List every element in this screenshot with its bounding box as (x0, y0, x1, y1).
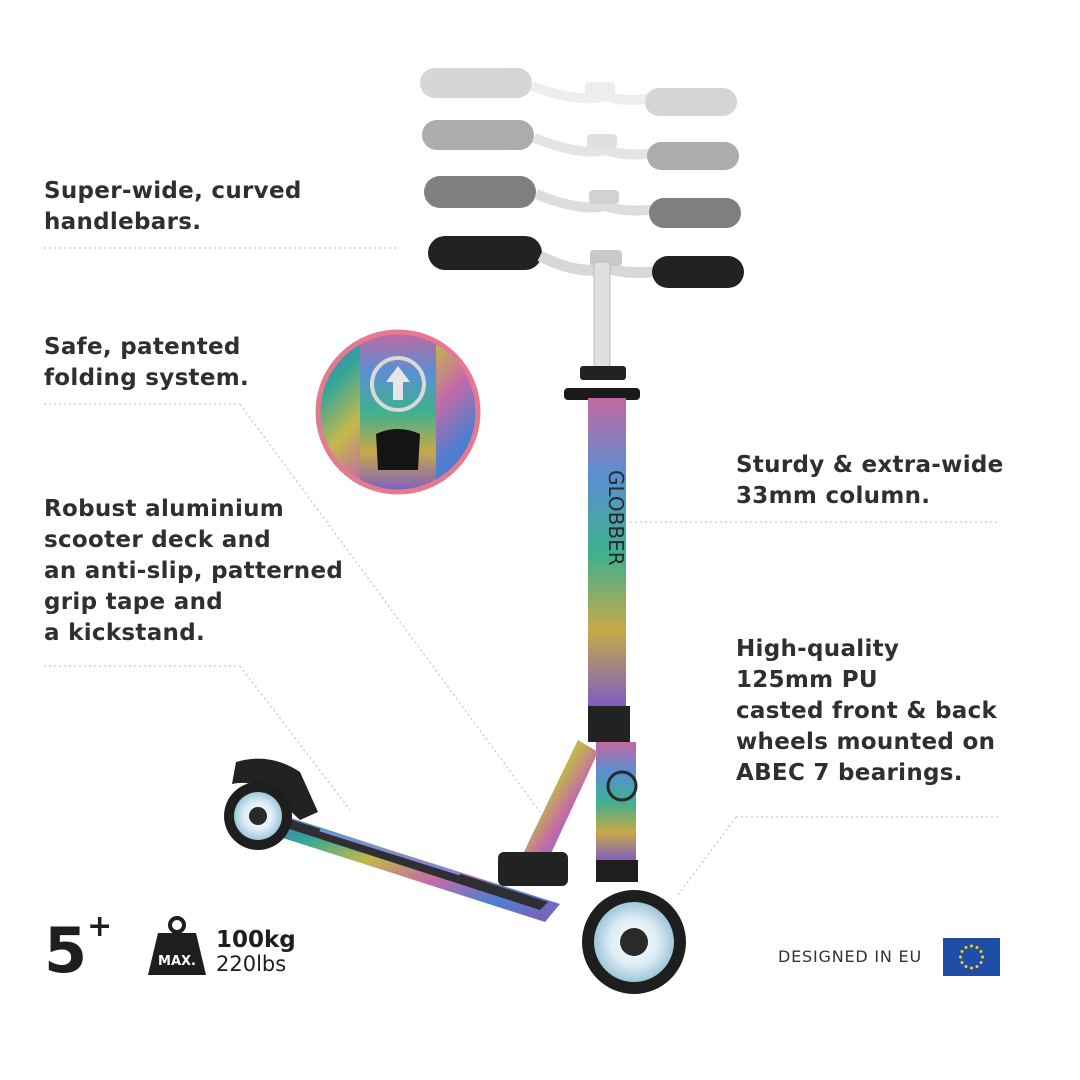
eu-star (964, 965, 968, 969)
feature-handlebars: Super-wide, curved handlebars. (44, 176, 302, 238)
feature-line: 125mm PU (736, 667, 878, 693)
feature-line: folding system. (44, 365, 250, 391)
eu-star (975, 965, 979, 969)
feature-column: Sturdy & extra-wide 33mm column. (736, 450, 1004, 512)
eu-flag-icon (943, 938, 1000, 976)
eu-star (975, 945, 979, 949)
eu-star (959, 955, 962, 959)
weight-badge-text: MAX. (158, 954, 196, 969)
handlebar-ghost-2 (422, 120, 739, 170)
feature-line: Robust aluminium (44, 496, 285, 522)
designed-in-eu-label: DESIGNED IN EU (778, 947, 922, 966)
age-rating: 5+ (44, 912, 112, 982)
handlebar-ghost-3 (424, 176, 741, 228)
weight-kg: 100kg (216, 927, 296, 953)
max-weight: 100kg 220lbs (216, 928, 296, 976)
feature-line: 33mm column. (736, 483, 931, 509)
feature-line: wheels mounted on (736, 729, 996, 755)
eu-star (979, 961, 983, 964)
svg-text:GLOBBER: GLOBBER (604, 470, 628, 566)
eu-star (970, 944, 973, 948)
eu-star (979, 950, 983, 953)
age-value: 5 (44, 914, 88, 987)
feature-line: grip tape and (44, 589, 224, 615)
eu-star (960, 950, 964, 953)
feature-folding-system: Safe, patented folding system. (44, 332, 249, 394)
feature-line: a kickstand. (44, 620, 206, 646)
eu-star (964, 945, 968, 949)
weight-lbs: 220lbs (216, 952, 287, 976)
feature-line: an anti-slip, patterned (44, 558, 344, 584)
folding-detail-circle (315, 329, 481, 495)
feature-line: handlebars. (44, 209, 202, 235)
eu-star (970, 966, 973, 970)
feature-line: scooter deck and (44, 527, 272, 553)
feature-line: ABEC 7 bearings. (736, 760, 963, 786)
handlebar (428, 236, 744, 288)
feature-line: Safe, patented (44, 334, 241, 360)
weight-icon: MAX. (148, 916, 206, 975)
eu-star (981, 955, 984, 959)
feature-line: Super-wide, curved (44, 178, 302, 204)
feature-line: High-quality (736, 636, 900, 662)
leader-lines (44, 247, 998, 896)
handlebar-ghost-1 (420, 68, 737, 116)
feature-deck: Robust aluminium scooter deck and an ant… (44, 494, 343, 649)
age-plus: + (87, 909, 113, 944)
eu-star (960, 961, 964, 964)
feature-wheels: High-quality 125mm PU casted front & bac… (736, 634, 997, 789)
feature-line: Sturdy & extra-wide (736, 452, 1004, 478)
feature-line: casted front & back (736, 698, 998, 724)
